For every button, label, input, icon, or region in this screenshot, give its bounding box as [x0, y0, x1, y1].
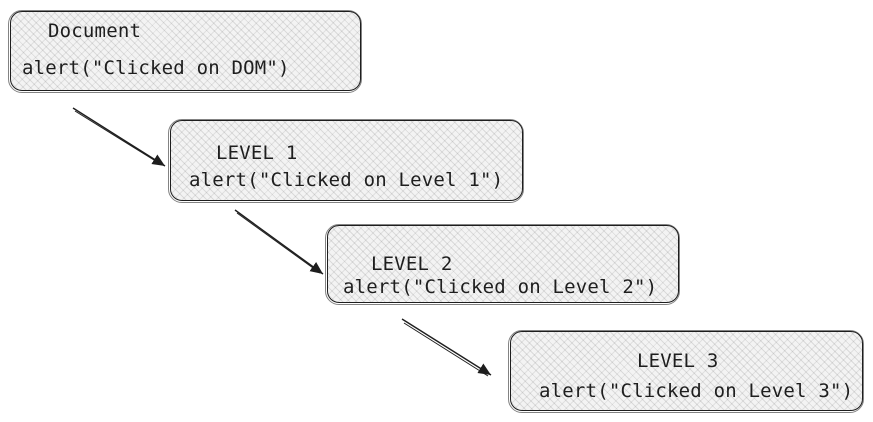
level2-code: alert("Clicked on Level 2")	[343, 276, 658, 298]
document-title: Document	[48, 20, 142, 42]
arrow-document-to-level1	[72, 107, 166, 167]
document-code: alert("Clicked on DOM")	[22, 57, 290, 79]
level1-code: alert("Clicked on Level 1")	[189, 169, 504, 191]
document-box: Document alert("Clicked on DOM")	[8, 10, 362, 93]
level2-title: LEVEL 2	[371, 253, 453, 275]
arrow-level1-to-level2	[234, 209, 324, 275]
level1-box: LEVEL 1 alert("Clicked on Level 1")	[168, 119, 524, 203]
level3-code: alert("Clicked on Level 3")	[539, 380, 854, 402]
arrow-level2-to-level3	[401, 318, 492, 377]
level3-box: LEVEL 3 alert("Clicked on Level 3")	[508, 330, 864, 413]
level2-box: LEVEL 2 alert("Clicked on Level 2")	[325, 224, 680, 305]
level3-title: LEVEL 3	[637, 350, 719, 372]
level1-title: LEVEL 1	[216, 142, 298, 164]
